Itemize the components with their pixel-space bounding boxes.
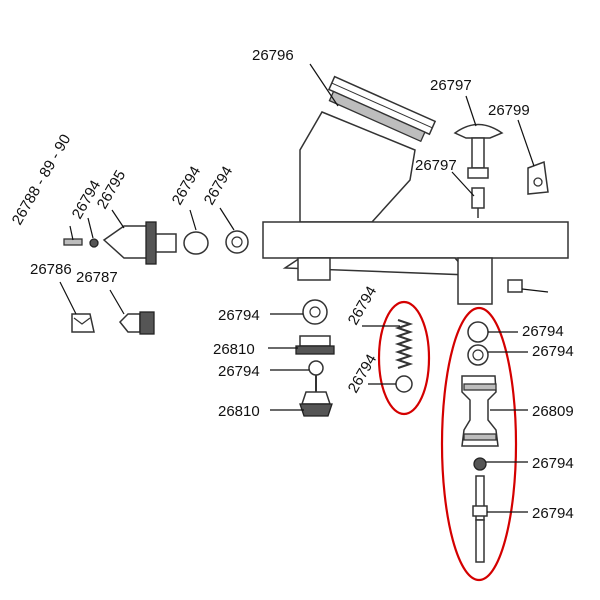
side-tab-part	[527, 160, 549, 195]
nozzle-head-assembly	[63, 221, 249, 335]
label-trigger-stem: 26797	[415, 157, 457, 174]
label-valve-body-top: 26810	[213, 341, 255, 358]
cup-lid-part	[327, 75, 437, 143]
label-right-ring-2: 26794	[532, 343, 574, 360]
label-right-body: 26809	[532, 403, 574, 420]
label-head-ring-a: 26794	[169, 163, 205, 208]
label-valve-body-bottom: 26810	[218, 403, 260, 420]
valve-highlight-oval	[440, 306, 518, 582]
label-right-pin: 26794	[532, 505, 574, 522]
valve-spring-part	[394, 319, 414, 393]
label-cup-lid: 26796	[252, 47, 294, 64]
label-spring-ring: 26794	[345, 351, 381, 396]
label-right-ball: 26794	[532, 455, 574, 472]
label-valve-ring-mid: 26794	[218, 363, 260, 380]
trigger-stem-part	[471, 187, 485, 218]
label-head-ring-b: 26794	[201, 163, 237, 208]
label-valve-ring-top: 26794	[218, 307, 260, 324]
spring-highlight-oval	[377, 300, 431, 416]
label-nozzle-small: 26786	[30, 261, 72, 278]
label-side-tab: 26799	[488, 102, 530, 119]
side-screw-part	[507, 279, 549, 293]
label-trigger-top: 26797	[430, 77, 472, 94]
airbrush-main-body	[262, 111, 569, 305]
label-spring: 26794	[345, 283, 381, 328]
label-nozzle-set: 26788 - 89 - 90	[9, 131, 75, 228]
right-valve-column	[461, 321, 499, 563]
leader-lines	[59, 63, 535, 513]
air-valve-column	[295, 299, 335, 417]
label-right-ring-1: 26794	[522, 323, 564, 340]
label-nozzle-guard: 26787	[76, 269, 118, 286]
trigger-button-part	[453, 123, 504, 179]
